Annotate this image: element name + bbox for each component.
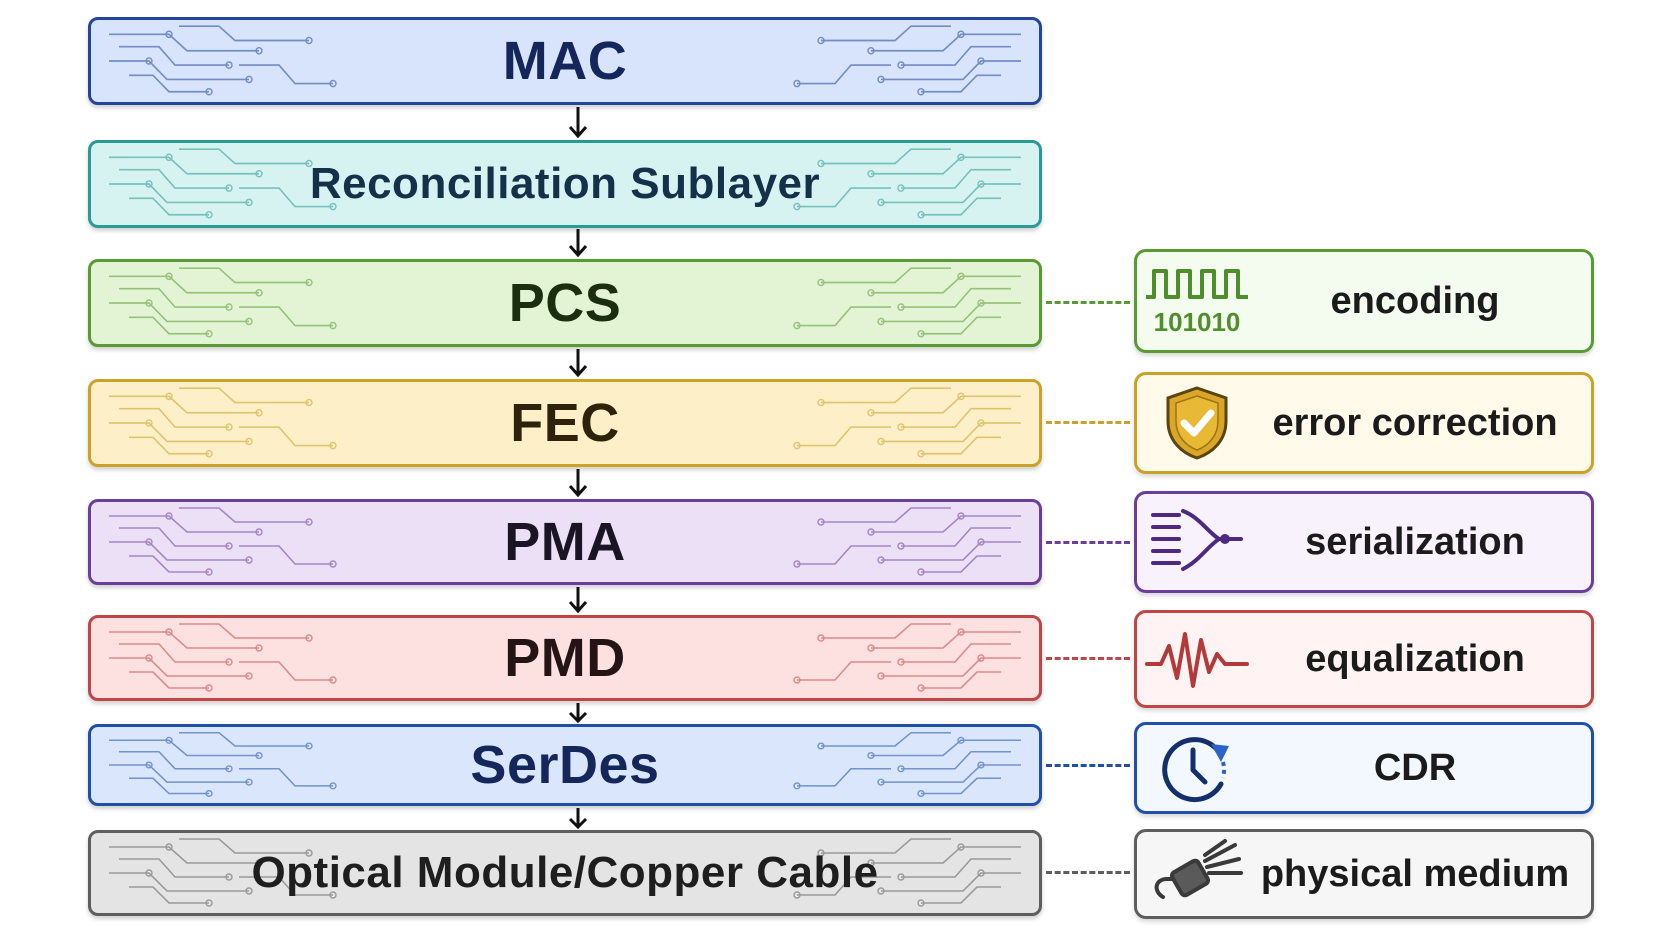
layer-pma: PMA	[88, 499, 1042, 585]
feature-cdr: CDR	[1134, 722, 1594, 814]
parallel-to-serial-icon	[1137, 494, 1257, 590]
circuit-pattern-icon	[793, 731, 1021, 798]
down-arrow-icon	[568, 469, 588, 498]
connector-serdes-cdr	[1046, 764, 1130, 767]
layer-label: Reconciliation Sublayer	[309, 159, 821, 208]
circuit-pattern-icon	[109, 148, 337, 219]
feature-error-correction: error correction	[1134, 372, 1594, 474]
layer-fec: FEC	[88, 379, 1042, 467]
layer-label: MAC	[502, 31, 628, 91]
feature-label: error correction	[1272, 401, 1558, 444]
circuit-pattern-icon	[109, 623, 337, 692]
feature-label: serialization	[1305, 520, 1525, 563]
binary-label: 101010	[1154, 307, 1241, 337]
feature-label: encoding	[1330, 279, 1500, 322]
circuit-pattern-icon	[793, 838, 1021, 907]
circuit-pattern-icon	[109, 267, 337, 338]
layer-label: FEC	[510, 393, 620, 453]
waveform-icon	[1137, 613, 1257, 705]
feature-label: physical medium	[1260, 852, 1570, 895]
circuit-pattern-icon	[109, 507, 337, 576]
layer-label: Optical Module/Copper Cable	[251, 848, 879, 897]
feature-label: CDR	[1373, 746, 1457, 789]
down-arrow-icon	[568, 107, 588, 139]
connector-medium-physical-medium	[1046, 871, 1130, 874]
circuit-pattern-icon	[793, 623, 1021, 692]
feature-label: equalization	[1305, 637, 1525, 680]
circuit-pattern-icon	[793, 148, 1021, 219]
connector-pmd-equalization	[1046, 657, 1130, 660]
down-arrow-icon	[568, 229, 588, 258]
down-arrow-icon	[568, 587, 588, 614]
layer-mac: MAC	[88, 17, 1042, 105]
down-arrow-icon	[568, 808, 588, 830]
feature-encoding: 101010 encoding	[1134, 249, 1594, 353]
circuit-pattern-icon	[793, 507, 1021, 576]
circuit-pattern-icon	[793, 267, 1021, 338]
feature-serialization: serialization	[1134, 491, 1594, 593]
down-arrow-icon	[568, 703, 588, 724]
shield-check-icon	[1137, 375, 1257, 471]
layer-serdes: SerDes	[88, 724, 1042, 806]
feature-equalization: equalization	[1134, 610, 1594, 708]
connector-fec-error-correction	[1046, 421, 1130, 424]
circuit-pattern-icon	[109, 387, 337, 458]
layer-label: PMA	[504, 512, 626, 572]
circuit-pattern-icon	[109, 838, 337, 907]
layer-label: PMD	[504, 628, 626, 688]
down-arrow-icon	[568, 349, 588, 378]
connector-pma-serialization	[1046, 541, 1130, 544]
layer-reconciliation-sublayer: Reconciliation Sublayer	[88, 140, 1042, 228]
layer-pmd: PMD	[88, 615, 1042, 701]
layer-label: SerDes	[470, 735, 660, 795]
circuit-pattern-icon	[793, 25, 1021, 96]
layer-pcs: PCS	[88, 259, 1042, 347]
layer-label: PCS	[508, 273, 622, 333]
connector-pcs-encoding	[1046, 301, 1130, 304]
cable-connector-icon	[1137, 832, 1257, 916]
circuit-pattern-icon	[793, 387, 1021, 458]
circuit-pattern-icon	[109, 731, 337, 798]
feature-physical-medium: physical medium	[1134, 829, 1594, 919]
layer-optical-module-copper-cable: Optical Module/Copper Cable	[88, 830, 1042, 916]
clock-recovery-icon	[1137, 725, 1257, 811]
circuit-pattern-icon	[109, 25, 337, 96]
square-wave-binary-icon: 101010	[1137, 252, 1257, 350]
